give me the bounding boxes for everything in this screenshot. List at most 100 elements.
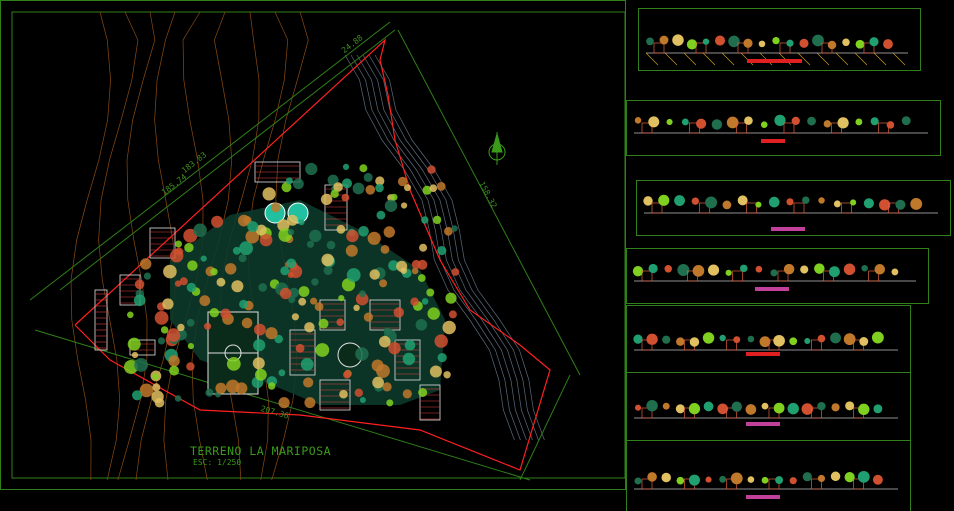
tree-icon (415, 319, 428, 331)
tree-icon (157, 337, 166, 345)
elevation-tree-icon (661, 472, 671, 483)
tree-icon (278, 397, 290, 409)
section-hatch (816, 52, 830, 66)
scale-bar (746, 422, 780, 426)
elevation-tree-icon (818, 197, 825, 204)
tree-icon (200, 255, 207, 262)
elevation-tree-icon (789, 337, 798, 346)
elevation-building (777, 270, 789, 282)
tree-icon (429, 184, 438, 192)
elevation-tree-icon (872, 474, 883, 485)
elevation-tree-icon (648, 263, 658, 274)
section-hatch (892, 52, 906, 66)
elevation-tree-icon (731, 401, 742, 412)
elevation-tree-icon (901, 116, 911, 126)
elevation-tree-icon (646, 333, 658, 345)
elevation-tree-icon (662, 402, 670, 410)
elevation-tree-icon (744, 116, 753, 125)
tree-icon (239, 299, 248, 309)
elevation-sheet-frame (626, 248, 929, 304)
building (149, 227, 176, 259)
elevation-tree-icon (711, 119, 723, 130)
tree-icon (320, 193, 333, 206)
elevation-tree-icon (692, 265, 705, 277)
contour-line (135, 11, 177, 481)
elevation-tree-icon (801, 403, 814, 415)
tree-icon (216, 277, 226, 287)
tree-icon (434, 334, 448, 348)
tree-icon (342, 178, 352, 189)
tree-icon (384, 199, 398, 212)
tree-icon (411, 267, 419, 275)
elevation-tree-icon (787, 402, 799, 415)
elevation-building (840, 202, 852, 214)
tree-icon (258, 283, 268, 292)
elevation-tree-icon (703, 401, 714, 412)
tree-icon (422, 185, 432, 195)
elevation-building (810, 339, 822, 351)
tree-icon (352, 182, 365, 195)
elevation-building (695, 42, 707, 54)
tree-icon (354, 388, 363, 397)
tree-icon (419, 243, 428, 252)
tree-icon (421, 216, 429, 224)
tree-icon (298, 297, 307, 306)
tree-icon (376, 210, 386, 220)
tree-icon (404, 184, 411, 192)
elevation-tree-icon (837, 117, 849, 129)
tree-icon (274, 334, 284, 344)
tree-icon (238, 214, 250, 227)
tree-icon (336, 318, 345, 327)
elevation-tree-icon (689, 337, 700, 347)
elevation-tree-icon (842, 38, 850, 47)
tree-icon (429, 365, 442, 378)
tree-icon (363, 312, 373, 322)
elevation-tree-icon (817, 334, 826, 343)
elevation-tree-icon (705, 476, 712, 483)
tree-icon (209, 308, 219, 318)
tree-icon (134, 358, 149, 372)
elevation-building (641, 270, 653, 282)
contour-line (117, 11, 156, 481)
tree-icon (343, 370, 351, 379)
contour-line (98, 11, 139, 481)
elevation-tree-icon (800, 265, 809, 274)
tree-icon (287, 228, 295, 236)
section-hatch (664, 52, 678, 66)
trees (124, 162, 460, 409)
ravine-contour (356, 54, 527, 441)
tree-icon (311, 278, 319, 286)
elevation-sheet-frame (626, 440, 911, 511)
tree-icon (304, 397, 316, 409)
contour-line (70, 11, 111, 481)
tree-icon (342, 163, 350, 170)
elevation-tree-icon (728, 35, 740, 48)
tree-icon (410, 297, 419, 306)
elevation-building (779, 42, 791, 54)
elevation-tree-icon (823, 120, 832, 128)
tree-icon (199, 295, 211, 307)
tree-icon (169, 365, 180, 376)
tree-icon (372, 376, 384, 389)
elevation-tree-icon (895, 199, 906, 210)
ravine-contour (350, 54, 521, 441)
tree-icon (390, 193, 398, 201)
tree-icon (359, 397, 366, 403)
elevation-tree-icon (634, 477, 642, 485)
elevation-sheet-frame (636, 180, 951, 236)
elevation-tree-icon (845, 401, 855, 411)
section-hatch (702, 52, 716, 66)
tree-icon (386, 399, 394, 407)
elevation-tree-icon (737, 195, 748, 206)
elevation-building (651, 202, 663, 214)
tree-icon (204, 322, 212, 330)
elevation-tree-icon (843, 263, 856, 276)
elevation-tree-icon (863, 198, 874, 209)
tree-icon (163, 264, 177, 279)
tree-icon (174, 395, 182, 402)
tree-icon (444, 226, 453, 236)
tree-icon (285, 177, 293, 185)
elevation-tree-icon (725, 269, 732, 276)
elevation-tree-icon (817, 401, 826, 411)
